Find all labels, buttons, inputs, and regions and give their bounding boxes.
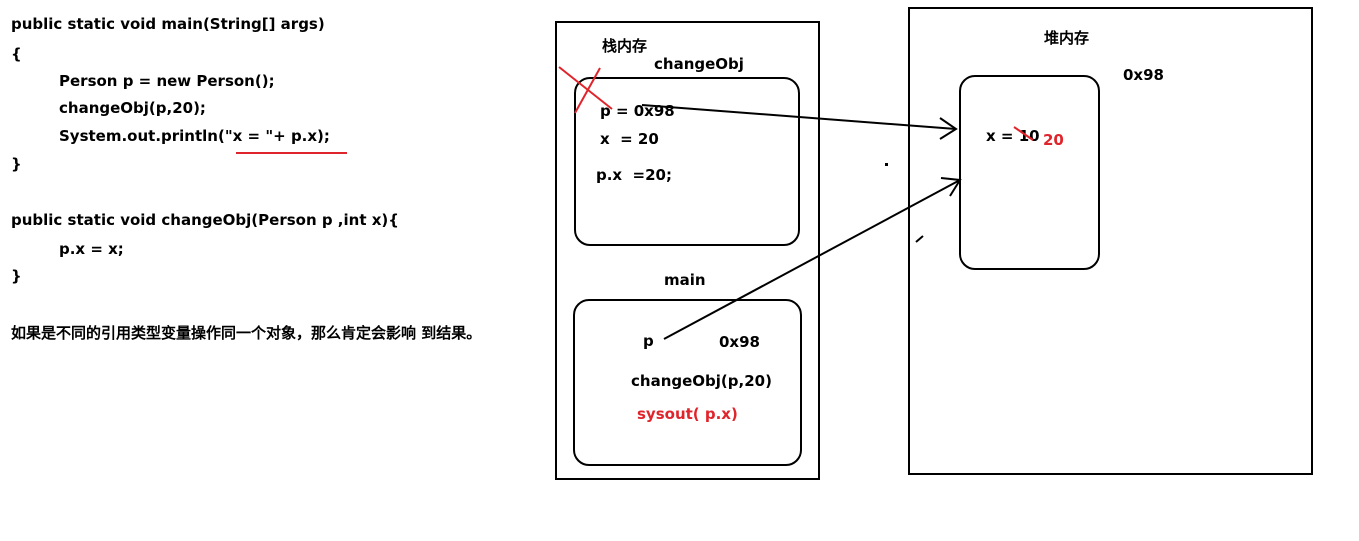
old-value-strike <box>1013 126 1034 141</box>
main-signature: public static void main(String[] args) <box>11 15 325 33</box>
frame-main <box>573 299 802 466</box>
code-line-call: changeObj(p,20); <box>59 99 206 117</box>
code-line-new-person: Person p = new Person(); <box>59 72 275 90</box>
frame-main-addr: 0x98 <box>719 333 760 351</box>
code-line-assign: p.x = x; <box>59 240 124 258</box>
heap-addr: 0x98 <box>1123 66 1164 84</box>
heap-new-value: 20 <box>1043 131 1064 149</box>
code-line-print: System.out.println("x = "+ p.x); <box>59 127 330 145</box>
stray-dot <box>885 163 888 166</box>
open-brace: { <box>11 45 22 63</box>
frame-change-px: p.x =20; <box>596 166 672 184</box>
frame-main-call: changeObj(p,20) <box>631 372 772 390</box>
frame-main-label: main <box>664 271 706 289</box>
close-brace-2: } <box>11 267 22 285</box>
frame-main-sysout: sysout( p.x) <box>637 405 738 423</box>
frame-change-label: changeObj <box>654 55 744 73</box>
stack-title: 栈内存 <box>602 37 648 55</box>
stray-tick <box>915 235 924 243</box>
frame-change <box>574 77 800 246</box>
reference-arrow-main <box>663 177 962 340</box>
reference-arrow-change <box>641 104 958 140</box>
heap-object <box>959 75 1100 270</box>
frame-main-p: p <box>643 332 654 350</box>
heap-x-line: x = 10 <box>986 127 1040 145</box>
frame-change-x: x = 20 <box>600 130 659 148</box>
explanation-note: 如果是不同的引用类型变量操作同一个对象，那么肯定会影响 到结果。 <box>11 324 482 342</box>
close-brace: } <box>11 155 22 173</box>
heap-title: 堆内存 <box>1044 29 1090 47</box>
heap-memory-box <box>908 7 1313 475</box>
frame-popped-cross-icon <box>558 66 613 114</box>
stack-memory-box <box>555 21 820 480</box>
change-signature: public static void changeObj(Person p ,i… <box>11 211 399 229</box>
